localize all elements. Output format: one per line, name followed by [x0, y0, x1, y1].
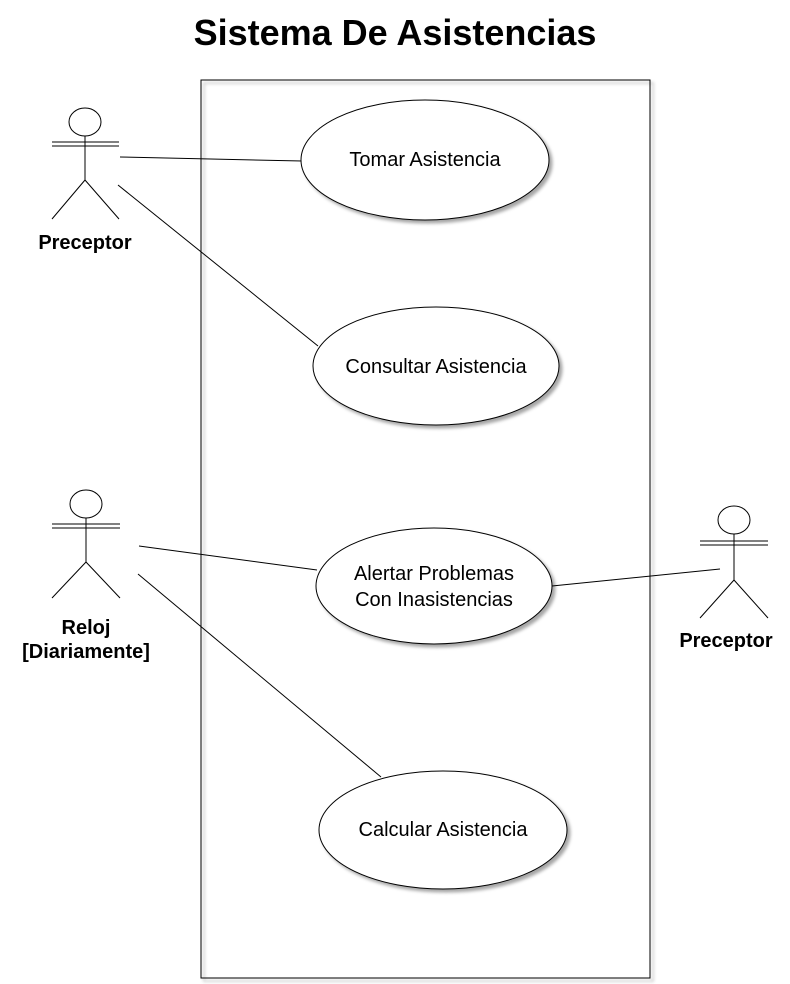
use-case-alertar-label-line1: Alertar Problemas [353, 563, 515, 585]
association-preceptor-tomar [119, 156, 303, 162]
use-case-tomar-asistencia [300, 99, 550, 221]
actor-preceptor-right-figure [699, 505, 769, 619]
use-case-calcular-label: Calcular Asistencia [358, 819, 528, 841]
diagram-title: Sistema De Asistencias [193, 12, 597, 53]
actor-preceptor-left-label: Preceptor [38, 232, 132, 254]
use-case-tomar-label: Tomar Asistencia [349, 149, 501, 171]
use-case-consultar-asistencia [312, 306, 560, 426]
actor-reloj-label-line2: [Diariamente] [22, 641, 150, 663]
use-case-alertar-label: Alertar Problemas Con Inasistencias [316, 560, 552, 614]
actor-preceptor-left-figure [51, 107, 120, 220]
use-case-alertar-label-line2: Con Inasistencias [355, 589, 513, 611]
actor-reloj-label-line1: Reloj [61, 617, 111, 639]
actor-reloj-label: Reloj [Diariamente] [0, 616, 172, 664]
association-reloj-calcular [137, 573, 382, 778]
association-reloj-alertar [138, 545, 318, 571]
actor-preceptor-right-label: Preceptor [679, 630, 773, 652]
actor-reloj-figure [51, 489, 121, 599]
association-preceptor-consultar [117, 184, 319, 347]
use-case-calcular-asistencia [318, 770, 568, 890]
use-case-consultar-label: Consultar Asistencia [345, 356, 527, 378]
system-boundary [200, 79, 651, 979]
association-preceptor-right-alertar [551, 568, 721, 587]
use-case-alertar-problemas [315, 527, 553, 645]
